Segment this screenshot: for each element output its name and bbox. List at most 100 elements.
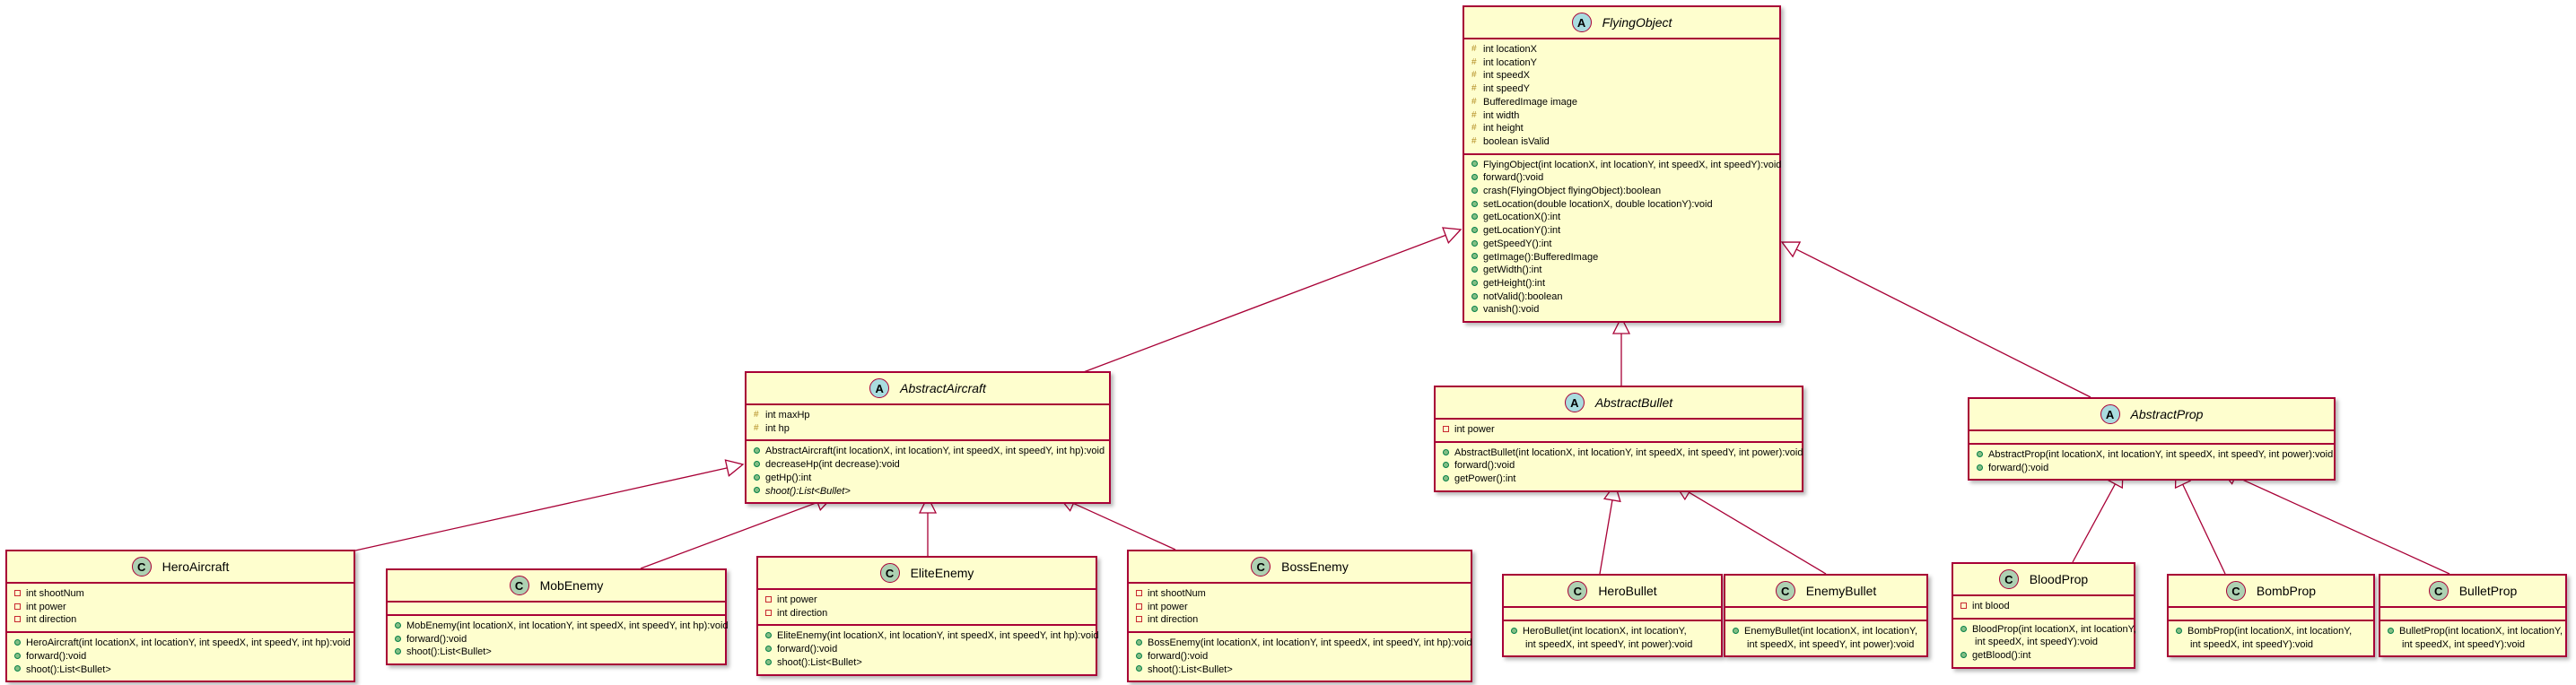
attribute-text: int hp bbox=[765, 422, 790, 434]
methods-section: BombProp(int locationX, int locationY, i… bbox=[2169, 620, 2373, 655]
abstract-class-icon: A bbox=[869, 378, 890, 398]
attribute-row: #int hp bbox=[754, 422, 1102, 436]
method-signature: shoot():List<Bullet> bbox=[777, 656, 862, 668]
protected-visibility-icon: # bbox=[1471, 109, 1477, 120]
methods-section: BulletProp(int locationX, int locationY,… bbox=[2380, 620, 2565, 655]
method-row: FlyingObject(int locationX, int location… bbox=[1471, 159, 1781, 172]
method-row: forward():void bbox=[1977, 462, 2327, 475]
private-visibility-icon bbox=[1136, 587, 1148, 601]
public-visibility-icon bbox=[765, 656, 777, 670]
method-signature: forward():void bbox=[1988, 462, 2049, 473]
method-row: EnemyBullet(int locationX, int locationY… bbox=[1733, 625, 1919, 651]
method-signature: shoot():List<Bullet> bbox=[765, 485, 851, 497]
attributes-section bbox=[1969, 431, 2334, 443]
attribute-text: int speedY bbox=[1483, 83, 1530, 95]
method-row: vanish():void bbox=[1471, 303, 1772, 316]
method-row: getImage():BufferedImage bbox=[1471, 251, 1772, 264]
inheritance-arrowhead-icon bbox=[918, 495, 938, 514]
class-icon: C bbox=[1567, 581, 1588, 601]
class-icon: C bbox=[1251, 557, 1271, 577]
inheritance-bombprop-to-abstractprop bbox=[2174, 468, 2226, 575]
public-visibility-icon bbox=[754, 445, 765, 458]
private-visibility-icon bbox=[765, 594, 777, 607]
attribute-text: int power bbox=[26, 601, 66, 612]
methods-section: MobEnemy(int locationX, int locationY, i… bbox=[388, 614, 729, 663]
attribute-text: int locationX bbox=[1483, 44, 1537, 55]
method-signature: getHp():int bbox=[765, 472, 812, 483]
attribute-row: #int speedY bbox=[1471, 82, 1772, 96]
public-visibility-icon bbox=[1977, 448, 1988, 462]
method-row: BloodProp(int locationX, int locationY, … bbox=[1960, 623, 2136, 649]
method-signature: getWidth():int bbox=[1483, 264, 1542, 276]
method-signature: shoot():List<Bullet> bbox=[406, 646, 492, 658]
methods-section: HeroAircraft(int locationX, int location… bbox=[7, 631, 354, 681]
protected-visibility-icon: # bbox=[1471, 44, 1477, 54]
attribute-text: int direction bbox=[1148, 614, 1199, 626]
private-visibility-icon bbox=[14, 601, 26, 614]
public-visibility-icon bbox=[1960, 649, 1972, 663]
inheritance-line bbox=[1689, 491, 1827, 575]
method-signature: BulletProp(int locationX, int locationY,… bbox=[2399, 626, 2563, 650]
inheritance-eliteenemy-to-abstractaircraft bbox=[918, 495, 938, 556]
public-visibility-icon bbox=[1471, 251, 1483, 264]
method-row: forward():void bbox=[14, 650, 346, 663]
protected-visibility-icon: # bbox=[1471, 96, 1477, 107]
method-row: HeroAircraft(int locationX, int location… bbox=[14, 637, 351, 650]
attribute-text: int blood bbox=[1972, 601, 2010, 611]
method-row: shoot():List<Bullet> bbox=[754, 485, 1102, 499]
attributes-section bbox=[2380, 608, 2565, 620]
attribute-row: #int height bbox=[1471, 122, 1772, 135]
class-name: BombProp bbox=[2256, 584, 2317, 598]
method-signature: getLocationX():int bbox=[1483, 212, 1561, 223]
protected-visibility-icon: # bbox=[754, 410, 759, 420]
inheritance-line bbox=[1073, 502, 1176, 551]
method-signature: forward():void bbox=[26, 650, 87, 662]
private-visibility-icon bbox=[14, 613, 26, 627]
inheritance-line bbox=[2072, 483, 2116, 563]
methods-section: BossEnemy(int locationX, int locationY, … bbox=[1129, 631, 1472, 681]
method-row: crash(FlyingObject flyingObject):boolean bbox=[1471, 185, 1772, 198]
protected-visibility-icon: # bbox=[1471, 135, 1477, 146]
attribute-text: int power bbox=[1454, 424, 1495, 435]
public-visibility-icon bbox=[395, 633, 406, 646]
methods-section: EliteEnemy(int locationX, int locationY,… bbox=[758, 624, 1099, 673]
method-signature: getImage():BufferedImage bbox=[1483, 251, 1599, 263]
attribute-row: int shootNum bbox=[14, 587, 346, 601]
inheritance-line bbox=[1795, 248, 2091, 398]
methods-section: AbstractAircraft(int locationX, int loca… bbox=[747, 439, 1109, 502]
method-signature: forward():void bbox=[1148, 650, 1209, 662]
class-name: HeroAircraft bbox=[162, 559, 230, 574]
class-name: BloodProp bbox=[2029, 572, 2089, 586]
method-signature: EliteEnemy(int locationX, int locationY,… bbox=[777, 630, 1099, 642]
method-row: shoot():List<Bullet> bbox=[765, 656, 1088, 670]
method-signature: forward():void bbox=[1483, 172, 1544, 184]
attribute-row: int power bbox=[765, 594, 1088, 607]
method-signature: vanish():void bbox=[1483, 304, 1540, 316]
public-visibility-icon bbox=[395, 620, 406, 633]
public-visibility-icon bbox=[1471, 159, 1483, 172]
class-icon: C bbox=[879, 563, 900, 583]
inheritance-arrowhead-icon bbox=[1442, 227, 1463, 244]
inheritance-line bbox=[2182, 483, 2226, 575]
abstract-class-icon: A bbox=[2100, 404, 2120, 424]
attributes-section: int blood bbox=[1953, 596, 2134, 618]
attribute-text: int locationY bbox=[1483, 56, 1537, 68]
attributes-section bbox=[2169, 608, 2373, 620]
methods-section: BloodProp(int locationX, int locationY, … bbox=[1953, 617, 2136, 667]
class-name: FlyingObject bbox=[1602, 15, 1672, 30]
attribute-text: boolean isValid bbox=[1483, 135, 1550, 147]
method-signature: setLocation(double locationX, double loc… bbox=[1483, 198, 1713, 210]
